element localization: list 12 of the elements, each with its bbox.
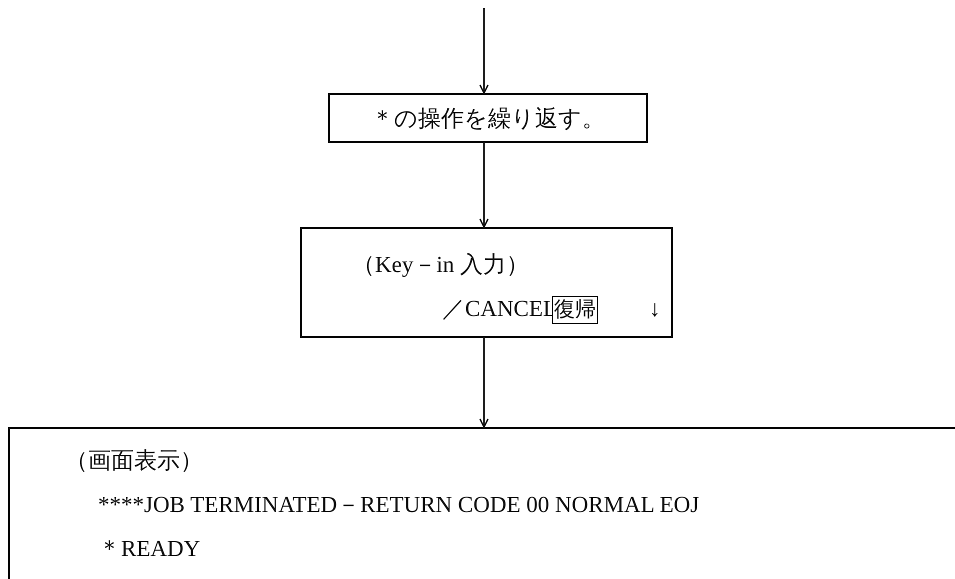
- arrow: [479, 8, 489, 94]
- display-label: （画面表示）: [65, 447, 203, 475]
- arrow: [479, 338, 489, 428]
- process-box: [328, 93, 648, 143]
- arrow: [479, 143, 489, 228]
- arrow-symbol: ↓: [649, 295, 660, 323]
- screen-display-box: [8, 427, 955, 579]
- prompt-text: ＊READY: [98, 535, 200, 563]
- message-text: ****JOB TERMINATED－RETURN CODE 00 NORMAL EOJ: [98, 491, 700, 519]
- input-label: （Key－in 入力）: [352, 251, 529, 279]
- step-text: ＊の操作を繰り返す。: [370, 105, 606, 133]
- input-box: [300, 227, 673, 338]
